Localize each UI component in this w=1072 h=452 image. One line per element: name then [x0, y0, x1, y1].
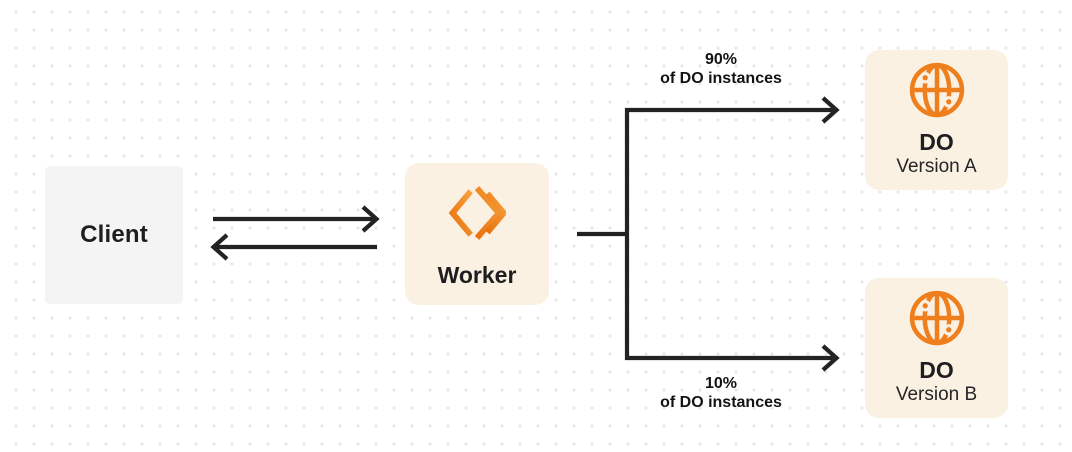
- client-node: Client: [45, 166, 183, 304]
- do-version-a-node: DO Version A: [865, 50, 1008, 190]
- bottom-branch-caption: of DO instances: [660, 394, 782, 411]
- do-version-b-subtitle: Version B: [895, 384, 978, 405]
- globe-icon: [909, 62, 964, 118]
- worker-node: Worker: [405, 163, 549, 305]
- globe-icon: [909, 290, 964, 346]
- fork-connector: [577, 96, 840, 372]
- do-version-b-title: DO: [919, 357, 954, 383]
- bottom-branch-percent: 10%: [704, 375, 738, 392]
- arrow-worker-to-client: [210, 233, 377, 261]
- top-branch-label: 90% of DO instances: [621, 50, 821, 88]
- client-label: Client: [80, 221, 148, 248]
- do-version-a-title: DO: [919, 129, 954, 155]
- do-version-b-node: DO Version B: [865, 278, 1008, 418]
- cloudflare-workers-icon: [448, 186, 506, 240]
- top-branch-percent: 90%: [704, 51, 738, 68]
- bottom-branch-label: 10% of DO instances: [621, 374, 821, 412]
- top-branch-caption: of DO instances: [660, 70, 782, 87]
- do-version-a-subtitle: Version A: [896, 156, 977, 177]
- arrow-client-to-worker: [213, 205, 380, 233]
- worker-label: Worker: [437, 262, 517, 288]
